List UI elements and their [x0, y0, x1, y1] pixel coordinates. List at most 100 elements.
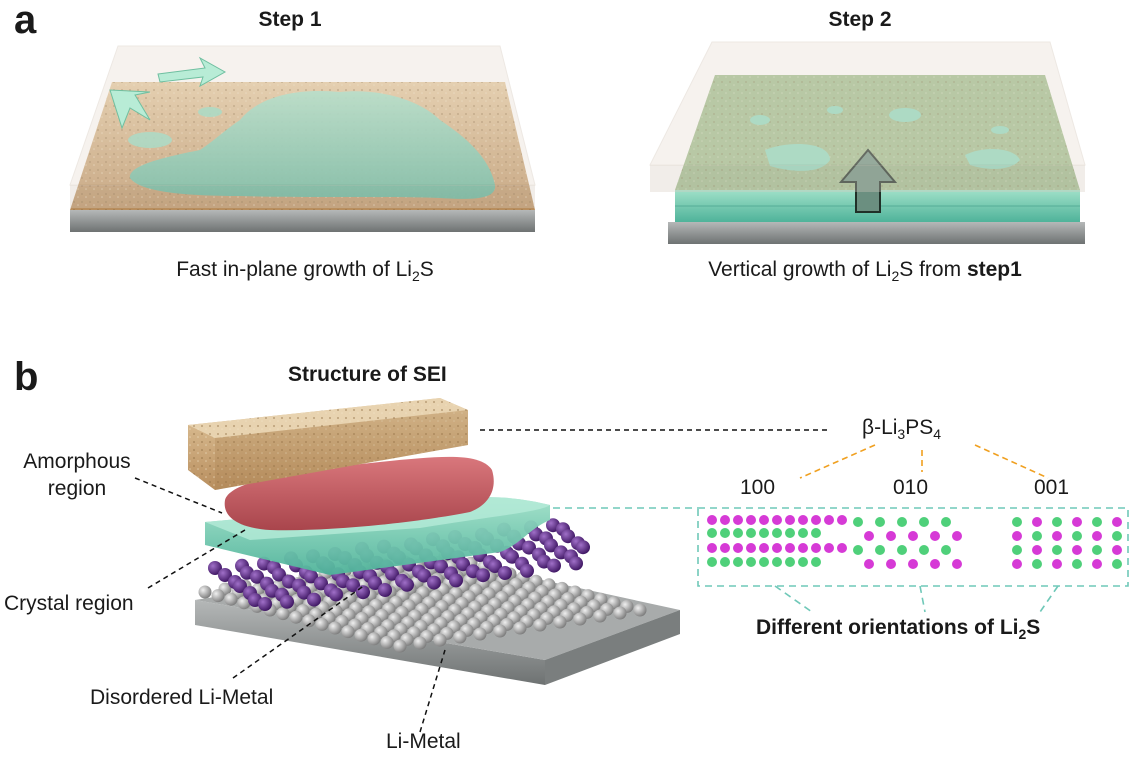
step2-island	[965, 148, 1020, 169]
li-metal-label: Li-Metal	[386, 730, 461, 753]
li-metal-atom	[593, 609, 607, 623]
li-metal-atom	[367, 632, 381, 646]
orientation-100-atom	[720, 557, 730, 567]
step2-caption: Vertical growth of Li2S from step1	[660, 258, 1070, 284]
orientation-100-atom	[759, 557, 769, 567]
orientation-001-atom	[1032, 531, 1042, 541]
step1-transparent-cover	[69, 45, 536, 186]
li-metal-atom	[473, 627, 487, 641]
li-metal-atom	[573, 612, 587, 626]
orientation-100-atom	[798, 557, 808, 567]
li-metal-atom	[237, 596, 251, 610]
orientation-010-atom	[941, 545, 951, 555]
orientation-100-atom	[746, 515, 756, 525]
orientation-001-atom	[1012, 531, 1022, 541]
orientation-010-atom	[930, 531, 940, 541]
disordered-li-atom	[547, 558, 561, 573]
orientation-001-atom	[1012, 517, 1022, 527]
step2-caption-suffix: S from	[899, 258, 967, 281]
orientation-001-atom	[1112, 531, 1122, 541]
orientation-010-atom	[853, 545, 863, 555]
disordered-li-atom	[346, 578, 360, 593]
orientation-001-atom	[1032, 559, 1042, 569]
orientation-100-atom	[811, 528, 821, 538]
orientation-010-atom	[875, 517, 885, 527]
step2-caption-text: Vertical growth of Li	[708, 258, 892, 281]
step2-island	[889, 108, 921, 122]
orientation-001-atom	[1032, 517, 1042, 527]
orientation-100-atom	[837, 515, 847, 525]
disordered-li-atom	[314, 576, 328, 591]
step1-small-island	[198, 107, 222, 117]
disordered-li-atom	[476, 568, 490, 583]
li-metal-atom	[211, 589, 225, 603]
li-metal-atom	[393, 639, 407, 653]
step2-transparent-cover	[649, 41, 1086, 166]
orientation-010-atom	[908, 559, 918, 569]
orientation-001-label: 001	[1034, 476, 1070, 499]
orientation-001-atom	[1012, 545, 1022, 555]
orientation-010-atom	[919, 517, 929, 527]
disordered-li-atom	[520, 563, 534, 578]
orientation-010-atom	[886, 531, 896, 541]
orientation-001-atom	[1092, 517, 1102, 527]
orientation-100-label: 100	[740, 476, 776, 499]
disordered-li-atom	[488, 559, 502, 573]
step2-title: Step 2	[828, 8, 892, 31]
orientation-100-atom	[811, 543, 821, 553]
step1-title: Step 1	[258, 8, 322, 31]
li-metal-atom	[198, 585, 212, 599]
crystal-label: Crystal region	[4, 592, 134, 615]
disordered-li-atom	[297, 585, 311, 600]
orientation-001-atom	[1112, 559, 1122, 569]
orientation-001-atoms	[1012, 517, 1122, 569]
disordered-li-atom	[498, 566, 512, 580]
orientation-100-atom	[772, 557, 782, 567]
phase-label-prefix: β-Li	[862, 416, 898, 439]
disordered-li-atom	[329, 587, 343, 602]
li-metal-atom	[341, 625, 355, 639]
step2-island	[991, 126, 1009, 134]
orientation-100-atom	[759, 543, 769, 553]
disordered-li-atom	[233, 579, 247, 593]
orientation-001-atom	[1112, 545, 1122, 555]
li-metal-atom	[328, 621, 342, 635]
orientation-001-atom	[1052, 531, 1062, 541]
orientation-010-atoms	[853, 517, 962, 569]
li-metal-atom	[354, 628, 368, 642]
orientation-001-atom	[1072, 545, 1082, 555]
step2-island	[750, 115, 770, 125]
orientation-100-atom	[824, 543, 834, 553]
step1-caption-subscript: 2	[411, 268, 420, 285]
orientation-001-atom	[1112, 517, 1122, 527]
orientation-100-atom	[811, 557, 821, 567]
orientation-001-atom	[1052, 545, 1062, 555]
orientations-caption-text: Different orientations of Li	[756, 616, 1019, 639]
step1-inplane-arrow-icon	[109, 89, 151, 130]
disordered-li-atom	[218, 568, 232, 582]
crystal-leader	[147, 529, 246, 589]
step1-caption-suffix: S	[419, 258, 434, 281]
orientation-100-atom	[759, 515, 769, 525]
panel-a-letter: a	[14, 0, 37, 42]
disordered-li-atom	[356, 585, 370, 600]
orientation-100-atom	[707, 543, 717, 553]
orientation-100-atom	[798, 528, 808, 538]
orientation-100-atom	[707, 528, 717, 538]
orientation-100-atoms	[707, 515, 847, 567]
orientation-001-atom	[1052, 517, 1062, 527]
li-metal-atom	[224, 592, 238, 606]
orientation-100-atom	[798, 543, 808, 553]
sei-stack-illustration	[188, 398, 680, 685]
li-metal-atom	[413, 636, 427, 650]
orientation-001-atom	[1072, 531, 1082, 541]
li-metal-atom	[276, 607, 290, 621]
orientation-100-atom	[824, 515, 834, 525]
li-metal-atom	[633, 603, 647, 617]
phase-label-sub1: 3	[897, 426, 906, 443]
orientation-100-atom	[798, 515, 808, 525]
step2-island	[827, 106, 843, 114]
orientation-010-atom	[952, 559, 962, 569]
orientation-100-atom	[733, 515, 743, 525]
